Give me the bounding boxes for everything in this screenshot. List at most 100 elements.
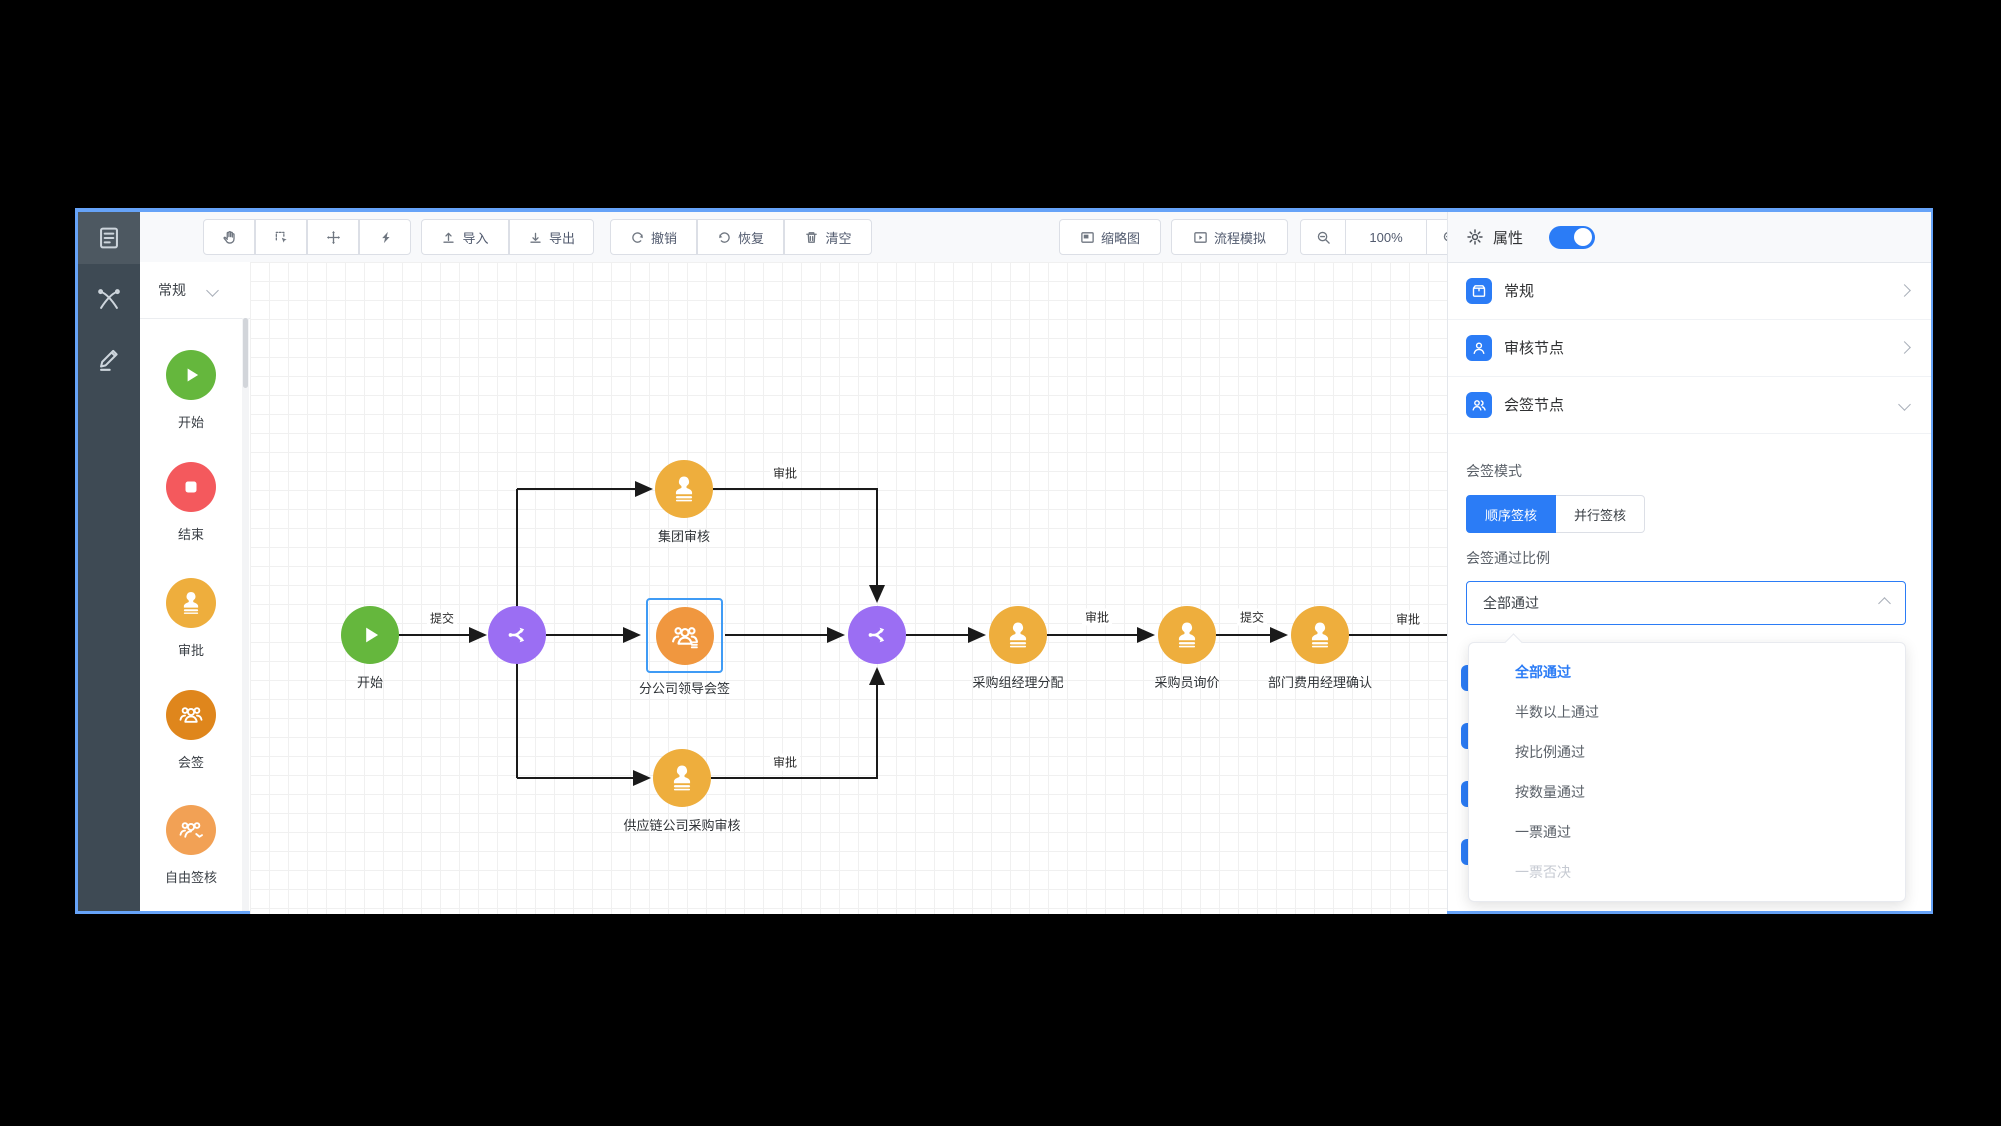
pass-ratio-dropdown: 全部通过 半数以上通过 按比例通过 按数量通过 一票通过 一票否决 <box>1468 633 1906 902</box>
clear-button[interactable]: 清空 <box>784 219 872 255</box>
hand-tool-button[interactable] <box>203 219 255 255</box>
node-label: 部门费用经理确认 <box>1267 675 1373 690</box>
option-by-count-pass[interactable]: 按数量通过 <box>1515 784 1585 800</box>
palette-item-label: 自由签核 <box>164 870 217 885</box>
undo-button[interactable]: 撤销 <box>610 219 697 255</box>
group-icon <box>671 626 698 648</box>
palette-item-end[interactable]: 结束 <box>140 462 242 543</box>
pass-ratio-label: 会签通过比例 <box>1466 550 1550 566</box>
free-sign-node-swatch <box>166 805 216 855</box>
flow-node-start[interactable]: 开始 <box>341 606 399 690</box>
stamp-icon <box>1311 622 1329 648</box>
trash-icon <box>806 231 818 243</box>
document-panel-button[interactable] <box>78 212 140 264</box>
countersign-node-swatch <box>166 690 216 740</box>
play-icon <box>187 368 199 382</box>
palette-item-approval[interactable]: 审批 <box>140 578 242 659</box>
export-button[interactable]: 导出 <box>509 219 594 255</box>
simulate-label: 流程模拟 <box>1213 230 1266 246</box>
flow-edges <box>399 481 1447 786</box>
palette-scrollbar[interactable] <box>242 318 249 911</box>
palette-category[interactable]: 常规 <box>140 262 250 319</box>
chevron-right-icon <box>1898 341 1911 354</box>
option-one-vote-veto: 一票否决 <box>1515 864 1571 880</box>
marquee-select-icon <box>275 231 287 243</box>
export-label: 导出 <box>548 230 575 246</box>
palette-item-label: 审批 <box>177 643 204 658</box>
panel-header: 属性 <box>1448 212 1931 263</box>
edge-label: 提交 <box>426 609 458 627</box>
box-icon <box>1466 277 1492 304</box>
play-icon <box>366 627 379 643</box>
connector-tool-button[interactable] <box>359 219 411 255</box>
palette-item-label: 结束 <box>177 527 204 542</box>
user-icon <box>1466 334 1492 361</box>
minimap-button[interactable]: 缩略图 <box>1059 219 1161 255</box>
section-label: 审核节点 <box>1504 340 1565 357</box>
pencil-icon <box>100 349 118 371</box>
option-all-pass[interactable]: 全部通过 <box>1515 664 1571 680</box>
palette-item-free-sign[interactable]: 自由签核 <box>140 805 242 886</box>
toolbar: 导入 导出 撤销 恢复 清空 <box>140 212 1472 263</box>
option-one-vote-pass[interactable]: 一票通过 <box>1515 824 1571 840</box>
node-label: 开始 <box>356 675 384 690</box>
section-review-node[interactable]: 审核节点 <box>1448 319 1931 377</box>
palette-item-start[interactable]: 开始 <box>140 350 242 431</box>
document-icon <box>100 227 118 249</box>
move-tool-button[interactable] <box>307 219 359 255</box>
clear-label: 清空 <box>825 230 852 246</box>
edge-supply-chain-to-merge[interactable] <box>711 667 885 779</box>
countersign-settings: 会签模式 顺序签核 并行签核 会签通过比例 全部通过 <box>1448 433 1931 911</box>
import-button[interactable]: 导入 <box>421 219 509 255</box>
zoom-out-button[interactable] <box>1300 219 1346 255</box>
redo-icon <box>719 231 730 243</box>
hand-icon <box>222 230 235 244</box>
move-icon <box>326 230 340 244</box>
design-tools-button[interactable] <box>78 274 140 326</box>
redo-button[interactable]: 恢复 <box>697 219 784 255</box>
edge-label: 审批 <box>769 464 801 482</box>
option-majority-pass[interactable]: 半数以上通过 <box>1515 704 1599 720</box>
redo-label: 恢复 <box>737 230 764 246</box>
activity-bar <box>78 212 140 911</box>
flow-node-dept-expense-confirm[interactable]: 部门费用经理确认 <box>1268 606 1372 690</box>
flow-node-gateway-merge[interactable] <box>848 606 906 664</box>
node-palette: 常规 开始 结束 审批 <box>140 262 251 911</box>
countersign-mode-segmented: 顺序签核 并行签核 <box>1466 495 1646 533</box>
edge-label: 提交 <box>1236 608 1268 626</box>
mode-sequential-button[interactable]: 顺序签核 <box>1466 495 1557 533</box>
pass-ratio-select[interactable]: 全部通过 <box>1466 581 1906 625</box>
zoom-level: 100% <box>1345 219 1427 255</box>
minimap-icon <box>1081 231 1094 243</box>
flow-node-group-review[interactable]: 集团审核 <box>655 460 713 544</box>
section-countersign-node[interactable]: 会签节点 <box>1448 376 1931 434</box>
section-label: 会签节点 <box>1504 397 1565 414</box>
chevron-down-icon <box>206 283 219 297</box>
gear-icon <box>1467 229 1483 245</box>
edit-button[interactable] <box>78 334 140 386</box>
undo-label: 撤销 <box>650 230 677 246</box>
scrollbar-thumb[interactable] <box>243 318 248 388</box>
palette-item-label: 开始 <box>177 415 204 430</box>
flow-node-branch-leader-countersign-selected[interactable]: 分公司领导会签 <box>639 598 730 696</box>
mode-parallel-button[interactable]: 并行签核 <box>1556 495 1646 533</box>
palette-item-countersign[interactable]: 会签 <box>140 690 242 771</box>
section-general[interactable]: 常规 <box>1448 262 1931 320</box>
flow-node-gateway-split[interactable] <box>488 606 546 664</box>
edge-group-review-to-merge[interactable] <box>713 488 885 603</box>
flow-node-supply-chain-review[interactable]: 供应链公司采购审核 <box>623 749 741 833</box>
countersign-mode-label: 会签模式 <box>1466 463 1522 479</box>
flow-node-buyer-inquiry[interactable]: 采购员询价 <box>1154 606 1220 690</box>
approval-node-circle <box>1158 606 1216 664</box>
simulate-button[interactable]: 流程模拟 <box>1171 219 1288 255</box>
option-by-ratio-pass[interactable]: 按比例通过 <box>1515 744 1585 760</box>
flow-canvas[interactable]: 提交 审批 审批 审批 提交 审批 开始 集团审核 <box>250 262 1447 914</box>
properties-toggle[interactable] <box>1549 225 1596 249</box>
approval-node-circle <box>653 749 711 807</box>
group-hand-icon <box>179 822 203 838</box>
node-label: 采购员询价 <box>1154 675 1220 690</box>
select-tool-button[interactable] <box>255 219 307 255</box>
flow-node-purchase-manager-assign[interactable]: 采购组经理分配 <box>972 606 1064 690</box>
approval-node-circle <box>989 606 1047 664</box>
